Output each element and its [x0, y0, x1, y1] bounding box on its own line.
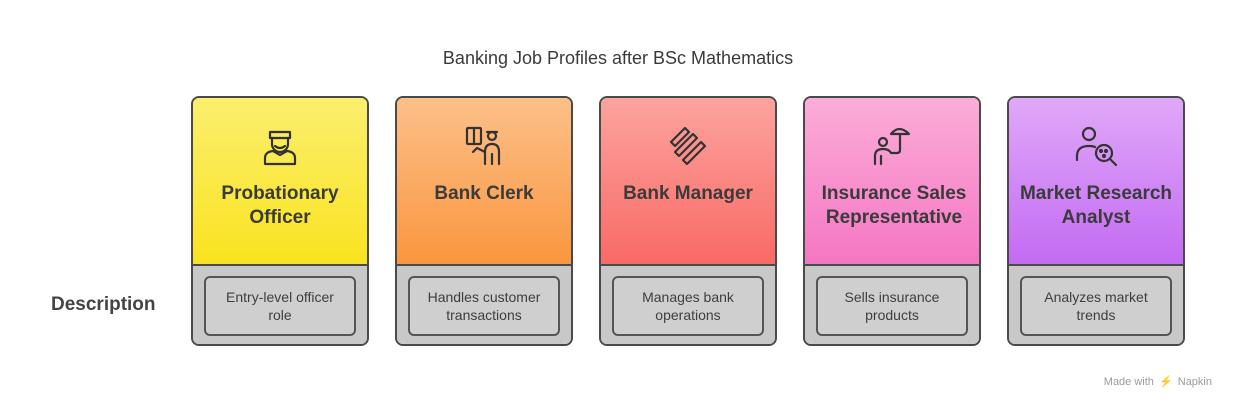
card-description: Handles customer transactions: [408, 276, 560, 336]
card-title: Market Research Analyst: [1019, 183, 1173, 228]
card-footer: Manages bank operations: [601, 266, 775, 344]
card-header: Insurance Sales Representative: [805, 98, 979, 266]
card-description: Manages bank operations: [612, 276, 764, 336]
analyst-icon: [1071, 120, 1121, 170]
card-title: Probationary Officer: [221, 183, 339, 228]
card-market-research-analyst: Market Research Analyst Analyzes market …: [1007, 96, 1185, 346]
card-header: Bank Clerk: [397, 98, 571, 266]
description-row-label: Description: [51, 294, 156, 315]
card-description: Analyzes market trends: [1020, 276, 1172, 336]
insurance-umbrella-icon: [867, 120, 917, 170]
card-title: Bank Manager: [623, 183, 753, 204]
card-description: Sells insurance products: [816, 276, 968, 336]
card-footer: Handles customer transactions: [397, 266, 571, 344]
diagram-title: Banking Job Profiles after BSc Mathemati…: [442, 48, 794, 68]
card-probationary-officer: Probationary Officer Entry-level officer…: [191, 96, 369, 346]
card-header: Probationary Officer: [193, 98, 367, 266]
card-footer: Analyzes market trends: [1009, 266, 1183, 344]
card-description: Entry-level officer role: [204, 276, 356, 336]
napkin-logo-icon: ⚡: [1158, 376, 1173, 388]
card-header: Bank Manager: [601, 98, 775, 266]
manager-icon: [663, 120, 713, 170]
made-with-label: Made with: [1103, 376, 1154, 388]
card-footer: Sells insurance products: [805, 266, 979, 344]
officer-icon: [255, 120, 305, 170]
card-insurance-sales-representative: Insurance Sales Representative Sells ins…: [803, 96, 981, 346]
card-header: Market Research Analyst: [1009, 98, 1183, 266]
card-bank-clerk: Bank Clerk Handles customer transactions: [395, 96, 573, 346]
napkin-watermark: Made with ⚡ Napkin: [1104, 375, 1212, 388]
card-title: Bank Clerk: [434, 183, 534, 204]
clerk-icon: [459, 120, 509, 170]
card-footer: Entry-level officer role: [193, 266, 367, 344]
brand-label: Napkin: [1177, 376, 1212, 388]
card-bank-manager: Bank Manager Manages bank operations: [599, 96, 777, 346]
card-title: Insurance Sales Representative: [821, 183, 967, 228]
